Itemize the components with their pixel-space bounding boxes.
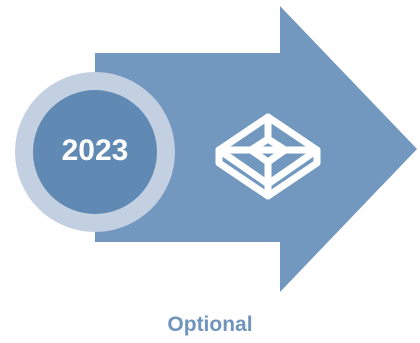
year-label: 2023 [61, 134, 129, 167]
year-badge [33, 90, 157, 214]
step-caption: Optional [167, 313, 253, 336]
codepen-cube-icon [215, 113, 321, 200]
